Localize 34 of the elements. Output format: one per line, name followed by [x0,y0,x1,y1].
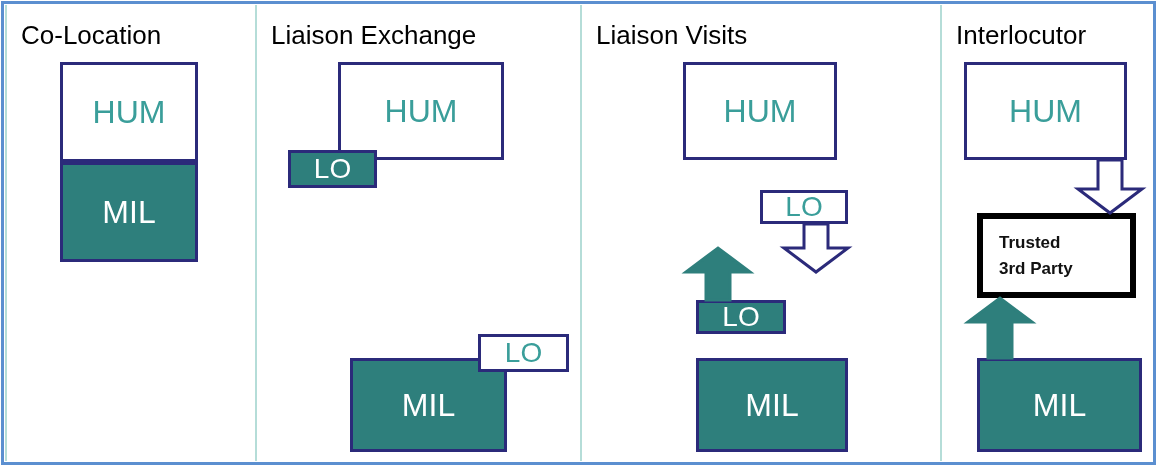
block-label: MIL [1032,389,1087,421]
block-arrow [963,296,1037,360]
panel-heading: Co-Location [21,19,162,52]
block-label: MIL [401,389,456,421]
tag-box [288,150,377,188]
block-label: HUM [723,95,797,127]
block-label: MIL [102,196,156,228]
panel-heading: Interlocutor [956,19,1087,52]
block [696,358,848,452]
block-label: HUM [1009,95,1082,127]
block [964,62,1127,160]
tag-label: LO [313,155,352,183]
block-label: HUM [384,95,458,127]
tag-label: LO [504,339,543,367]
tag-label: LO [722,303,760,331]
block [60,162,198,262]
block [60,62,198,162]
panel-heading: Liaison Exchange [271,19,477,52]
block-arrow [681,246,755,302]
tag-box [696,300,786,334]
block-arrow [779,222,853,274]
block [977,358,1142,452]
tag-label: LO [785,193,823,221]
block-label: Trusted 3rd Party [999,232,1074,280]
block-label: MIL [745,389,799,421]
block-label: HUM [92,96,166,128]
block [350,358,507,452]
tag-box [760,190,848,224]
panel-heading: Liaison Visits [596,19,748,52]
block [683,62,837,160]
block [977,213,1136,298]
block-arrow [1073,158,1147,215]
block [338,62,504,160]
tag-box [478,334,569,372]
